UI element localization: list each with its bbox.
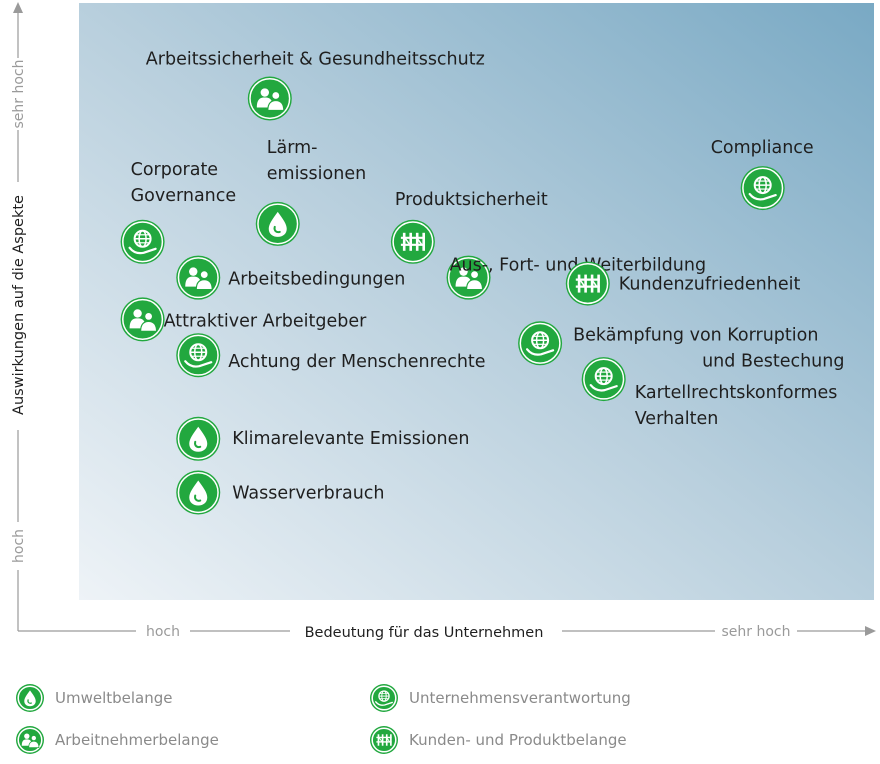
- legend-item: Kunden- und Produktbelange: [370, 726, 627, 754]
- point-label-line: Wasserverbrauch: [232, 484, 384, 504]
- point-label-line: Achtung der Menschenrechte: [228, 352, 485, 372]
- point-label-line: Verhalten: [635, 409, 719, 429]
- point-label: Arbeitsbedingungen: [228, 270, 405, 290]
- globe-hand-icon: [740, 166, 785, 211]
- legend-item: Unternehmensverantwortung: [370, 684, 631, 712]
- drop-icon: [176, 470, 221, 515]
- point-label-line: emissionen: [267, 164, 366, 184]
- people-icon: [16, 726, 44, 754]
- point-label: Wasserverbrauch: [232, 484, 384, 504]
- point-label: Kundenzufriedenheit: [619, 275, 801, 295]
- y-tick-high: sehr hoch: [11, 60, 27, 129]
- point-label-line: Arbeitssicherheit & Gesundheitsschutz: [146, 50, 485, 70]
- people-icon: [247, 76, 292, 121]
- legend-label: Kunden- und Produktbelange: [409, 731, 627, 749]
- drop-icon: [16, 684, 44, 712]
- x-axis-arrow-icon: [865, 626, 876, 636]
- fence-icon: [370, 726, 398, 754]
- y-axis-arrow-icon: [13, 2, 23, 13]
- x-axis-title: Bedeutung für das Unternehmen: [305, 625, 544, 641]
- point-label-line: Lärm-: [267, 138, 318, 158]
- legend-label: Umweltbelange: [55, 689, 173, 707]
- data-point: Produktsicherheit: [390, 190, 548, 264]
- data-point: Klimarelevante Emissionen: [176, 416, 470, 461]
- y-axis-title: Auswirkungen auf die Aspekte: [11, 195, 27, 415]
- x-tick-low: hoch: [146, 624, 180, 640]
- data-point: Attraktiver Arbeitgeber: [120, 297, 368, 342]
- people-icon: [176, 255, 221, 300]
- people-icon: [120, 297, 165, 342]
- legend-item: Umweltbelange: [16, 684, 173, 712]
- globe-hand-icon: [518, 321, 563, 366]
- fence-icon: [565, 261, 610, 306]
- fence-icon: [390, 219, 435, 264]
- point-label: Arbeitssicherheit & Gesundheitsschutz: [146, 50, 485, 70]
- point-label: Klimarelevante Emissionen: [232, 429, 469, 449]
- globe-hand-icon: [120, 219, 165, 264]
- point-label-line: Kartellrechtskonformes: [635, 383, 838, 403]
- point-label: Achtung der Menschenrechte: [228, 352, 485, 372]
- data-point: Wasserverbrauch: [176, 470, 385, 515]
- point-label-line: Compliance: [711, 138, 814, 158]
- point-label: Bekämpfung von Korruption und Bestechung: [573, 325, 844, 371]
- point-label: Produktsicherheit: [395, 190, 548, 210]
- data-point: Kundenzufriedenheit: [565, 261, 801, 306]
- data-point: Lärm-emissionen: [255, 138, 366, 246]
- point-label-line: Bekämpfung von Korruption: [573, 325, 818, 345]
- point-label-line: und Bestechung: [702, 351, 844, 371]
- point-label: Compliance: [711, 138, 814, 158]
- data-point: Achtung der Menschenrechte: [176, 333, 486, 378]
- data-points: Arbeitssicherheit & GesundheitsschutzCom…: [120, 50, 844, 515]
- point-label-line: Governance: [131, 186, 237, 206]
- point-label-line: Kundenzufriedenheit: [619, 275, 801, 295]
- globe-hand-icon: [370, 684, 398, 712]
- point-label-line: Produktsicherheit: [395, 190, 548, 210]
- point-label-line: Attraktiver Arbeitgeber: [164, 311, 368, 331]
- y-tick-low: hoch: [11, 529, 27, 563]
- drop-icon: [255, 201, 300, 246]
- point-label-line: Klimarelevante Emissionen: [232, 429, 469, 449]
- legend-label: Arbeitnehmerbelange: [55, 731, 219, 749]
- drop-icon: [176, 416, 221, 461]
- data-point: Bekämpfung von Korruption und Bestechung: [518, 321, 844, 371]
- legend-label: Unternehmensverantwortung: [409, 689, 631, 707]
- data-point: Arbeitssicherheit & Gesundheitsschutz: [146, 50, 485, 121]
- axes: [17, 10, 866, 632]
- data-point: Arbeitsbedingungen: [176, 255, 405, 300]
- legend-item: Arbeitnehmerbelange: [16, 726, 219, 754]
- x-tick-high: sehr hoch: [722, 624, 791, 640]
- point-label-line: Arbeitsbedingungen: [228, 270, 405, 290]
- people-icon: [446, 255, 491, 300]
- point-label: Lärm-emissionen: [267, 138, 366, 184]
- globe-hand-icon: [176, 333, 221, 378]
- data-point: Compliance: [711, 138, 814, 211]
- point-label: Attraktiver Arbeitgeber: [164, 311, 368, 331]
- point-label-line: Corporate: [131, 160, 218, 180]
- globe-hand-icon: [581, 357, 626, 402]
